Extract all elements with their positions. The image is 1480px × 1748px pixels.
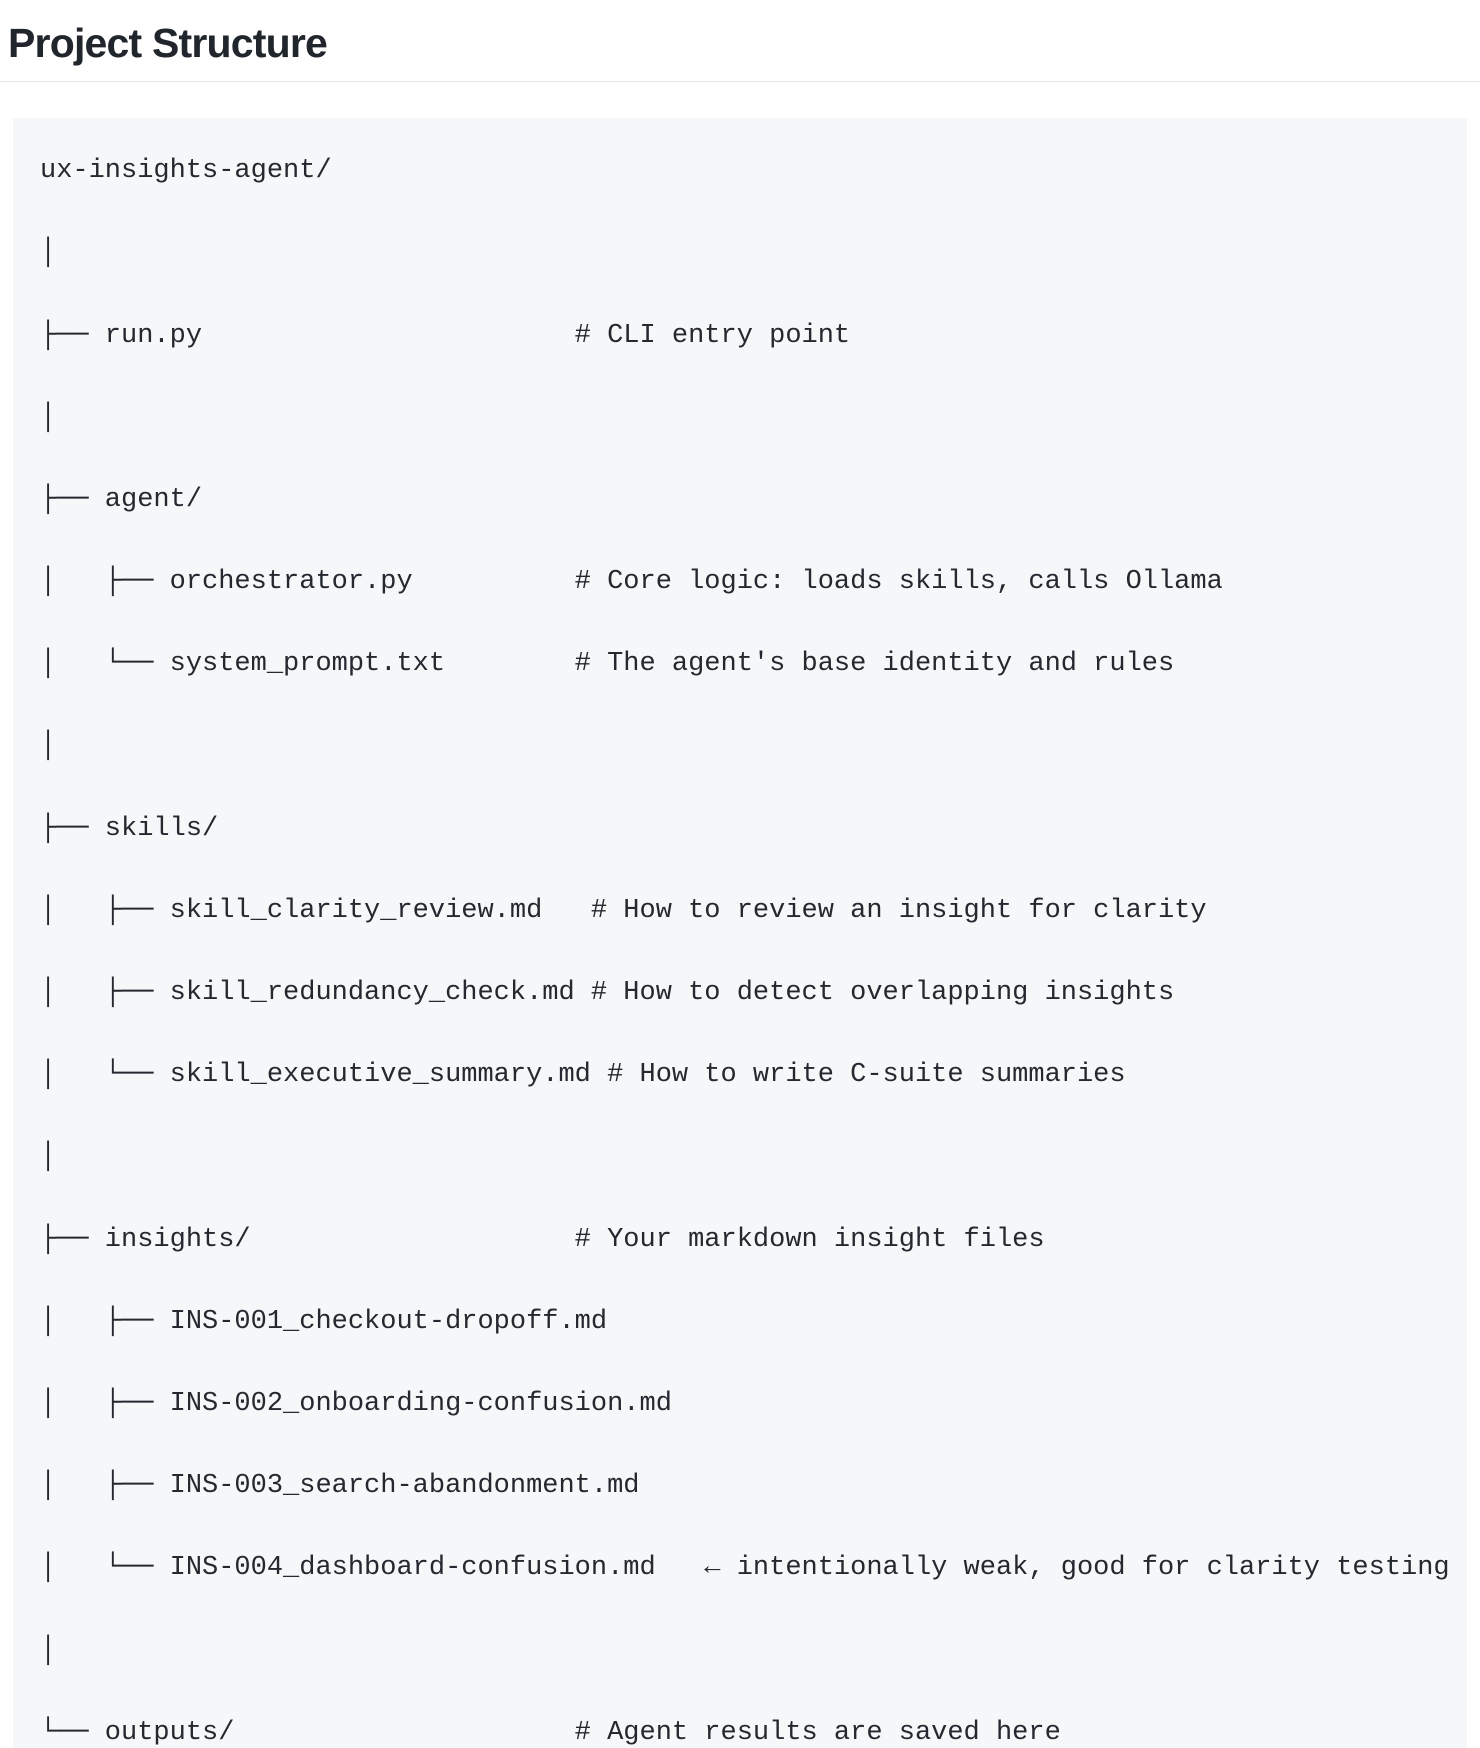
tree-line: │ ├── INS-001_checkout-dropoff.md	[40, 1306, 608, 1337]
page-title: Project Structure	[8, 20, 328, 66]
tree-line: │ ├── INS-002_onboarding-confusion.md	[40, 1388, 672, 1419]
tree-line: │ ├── skill_redundancy_check.md # How to…	[40, 978, 1175, 1009]
tree-line: │ ├── INS-003_search-abandonment.md	[40, 1471, 640, 1502]
tree-line: │ └── INS-004_dashboard-confusion.md ← i…	[40, 1553, 1450, 1584]
tree-line: │	[40, 238, 57, 269]
tree-line: │ └── system_prompt.txt # The agent's ba…	[40, 649, 1175, 680]
tree-line: │	[40, 1635, 57, 1666]
tree-line: ├── skills/	[40, 813, 219, 844]
tree-line: │ ├── skill_clarity_review.md # How to r…	[40, 895, 1207, 926]
tree-line: │	[40, 731, 57, 762]
directory-tree-text: ux-insights-agent/ │ ├── run.py # CLI en…	[13, 152, 1467, 1748]
directory-tree-code: ux-insights-agent/ │ ├── run.py # CLI en…	[40, 152, 1467, 1748]
tree-line: ux-insights-agent/	[40, 156, 332, 187]
tree-line: ├── insights/ # Your markdown insight fi…	[40, 1224, 1045, 1255]
tree-line: │ └── skill_executive_summary.md # How t…	[40, 1060, 1126, 1091]
tree-line: │	[40, 1142, 57, 1173]
tree-line: │	[40, 402, 57, 433]
tree-line: │ ├── orchestrator.py # Core logic: load…	[40, 567, 1223, 598]
tree-line: ├── run.py # CLI entry point	[40, 320, 851, 351]
project-structure-code-block: ux-insights-agent/ │ ├── run.py # CLI en…	[13, 118, 1467, 1748]
tree-line: ├── agent/	[40, 484, 203, 515]
tree-line: └── outputs/ # Agent results are saved h…	[40, 1717, 1061, 1748]
heading-divider	[0, 81, 1480, 83]
